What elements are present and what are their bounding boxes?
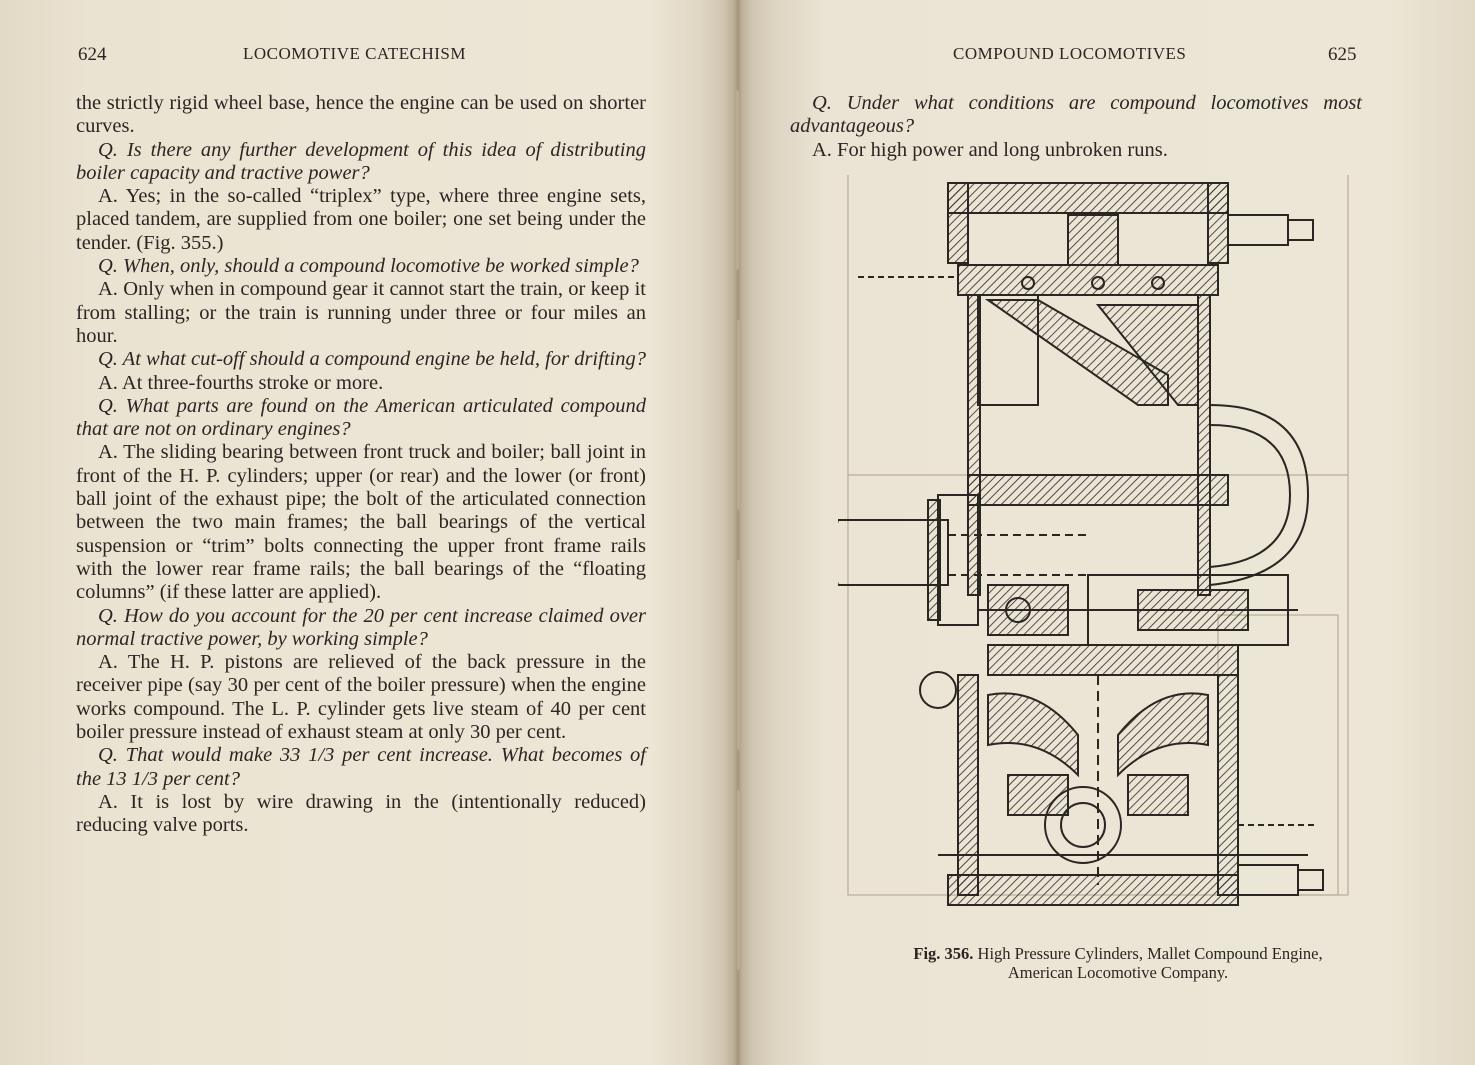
question-paragraph: Q. Under what conditions are compound lo… (790, 92, 1362, 138)
left-page-text: the strictly rigid wheel base, hence the… (76, 92, 646, 838)
left-page: 624 LOCOMOTIVE CATECHISM the strictly ri… (0, 0, 736, 1065)
question-paragraph: Q. When, only, should a compound locomot… (98, 255, 639, 278)
answer-paragraph: A. At three-fourths stroke or more. (98, 371, 384, 394)
answer-paragraph: A. For high power and long unbroken runs… (812, 138, 1168, 161)
question-paragraph: Q. How do you account for the 20 per cen… (76, 604, 646, 650)
answer-paragraph: A. The H. P. pistons are relieved of the… (76, 651, 646, 744)
answer-paragraph: A. Only when in compound gear it cannot … (76, 278, 646, 347)
binding-stitch (736, 90, 739, 270)
figure-label: Fig. 356. (913, 944, 974, 963)
cylinder-cross-section-drawing-icon (832, 74, 1378, 935)
page-number: 624 (78, 44, 107, 65)
binding-stitch (737, 560, 740, 750)
question-paragraph: Q. At what cut-off should a compound eng… (98, 348, 646, 371)
answer-paragraph: A. The sliding bearing between front tru… (76, 441, 646, 604)
page-number: 625 (1328, 44, 1357, 65)
binding-stitch (737, 790, 740, 970)
question-paragraph: Q. What parts are found on the American … (76, 394, 646, 441)
continued-paragraph: the strictly rigid wheel base, hence the… (76, 92, 646, 138)
right-page: COMPOUND LOCOMOTIVES 625 Q. Under what c… (738, 0, 1475, 1065)
figure-caption-line2: American Locomotive Company. (1007, 963, 1229, 982)
right-page-text: Q. Under what conditions are compound lo… (790, 92, 1362, 162)
answer-paragraph: A. Yes; in the so-called “triplex” type,… (76, 185, 646, 254)
figure-caption-line1: High Pressure Cylinders, Mallet Compound… (977, 944, 1323, 963)
question-paragraph: Q. Is there any further development of t… (76, 138, 646, 184)
answer-paragraph: A. It is lost by wire drawing in the (in… (76, 790, 646, 837)
question-paragraph: Q. That would make 33 1/3 per cent incre… (76, 744, 646, 790)
figure-caption: Fig. 356. High Pressure Cylinders, Malle… (808, 944, 1428, 982)
running-head: LOCOMOTIVE CATECHISM (243, 44, 466, 63)
running-head: COMPOUND LOCOMOTIVES (953, 44, 1187, 63)
binding-stitch (737, 320, 740, 510)
